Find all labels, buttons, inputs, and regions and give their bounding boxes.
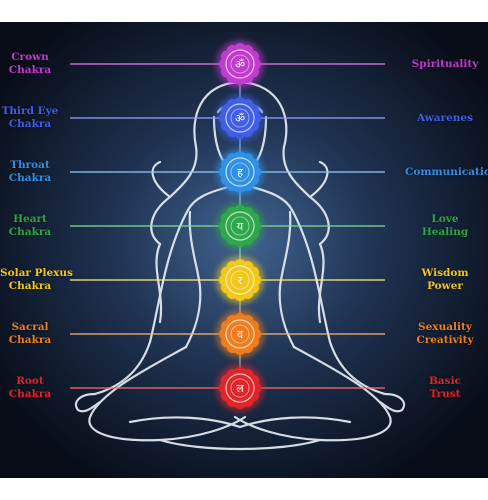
chakra-meaning-line1: Awarenes xyxy=(416,112,473,124)
chakra-name-line2: Chakra xyxy=(8,64,52,76)
chakra-meaning-line1: Communication xyxy=(405,166,488,178)
throat-symbol: ह xyxy=(237,166,243,179)
chakra-meaning-line2: Trust xyxy=(429,388,461,400)
third-eye-symbol: ॐ xyxy=(235,112,245,125)
chakra-meaning-line1: Wisdom xyxy=(421,267,469,279)
chakra-name-line2: Chakra xyxy=(8,118,52,130)
chakra-meaning-line1: Basic xyxy=(429,375,461,387)
chakra-name-line1: Heart xyxy=(13,213,47,225)
chakra-name-line1: Root xyxy=(16,375,44,387)
throat-meaning-label: Communication xyxy=(405,166,488,179)
crown-chakra-icon: ॐ xyxy=(216,40,264,88)
chakra-name-line1: Third Eye xyxy=(1,105,59,117)
crown-meaning-label: Spirituality xyxy=(405,58,485,71)
chakra-name-line1: Crown xyxy=(11,51,49,63)
chakra-meaning-line2: Creativity xyxy=(416,334,474,346)
chakra-meaning-line1: Love xyxy=(431,213,459,225)
chakra-wheels: ॐ ॐ ह य र व ल xyxy=(216,40,264,412)
chakra-meaning-line2: Healing xyxy=(421,226,469,238)
third-eye-meaning-label: Awarenes xyxy=(405,112,485,125)
chakra-name-line1: Sacral xyxy=(11,321,49,333)
root-symbol: ल xyxy=(236,382,244,395)
chakra-illustration: ॐ ॐ ह य र व ल xyxy=(0,22,488,478)
root-chakra-icon: ल xyxy=(216,364,264,412)
chakra-name-line1: Solar Plexus xyxy=(0,267,73,279)
chakra-meaning-line1: Sexuality xyxy=(418,321,472,333)
chakra-name-line1: Throat xyxy=(10,159,50,171)
throat-chakra-icon: ह xyxy=(216,148,264,196)
chakra-meaning-line2: Power xyxy=(427,280,463,292)
sacral-symbol: व xyxy=(237,328,244,341)
solar-plexus-symbol: र xyxy=(238,274,243,287)
chakra-meaning-line1: Spirituality xyxy=(411,58,479,70)
chakra-name-line2: Chakra xyxy=(8,280,52,292)
chakra-name-line2: Chakra xyxy=(8,226,52,238)
chakra-name-line2: Chakra xyxy=(8,334,52,346)
chakra-name-line2: Chakra xyxy=(8,388,52,400)
heart-chakra-icon: य xyxy=(216,202,264,250)
chakra-name-line2: Chakra xyxy=(8,172,52,184)
crown-symbol: ॐ xyxy=(235,58,245,71)
solar-plexus-chakra-icon: र xyxy=(216,256,264,304)
heart-symbol: य xyxy=(237,220,244,233)
sacral-chakra-icon: व xyxy=(216,310,264,358)
third-eye-chakra-icon: ॐ xyxy=(216,94,264,142)
